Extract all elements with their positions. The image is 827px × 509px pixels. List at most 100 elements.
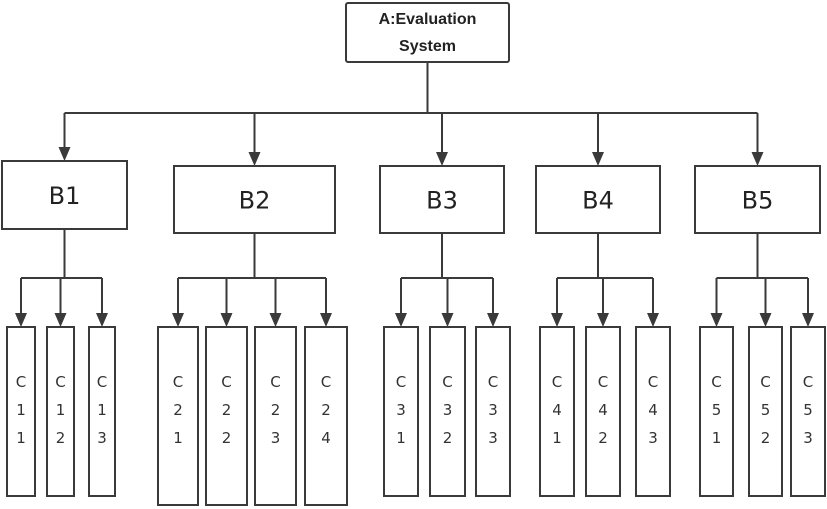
root-label-line-1: A:Evaluation bbox=[379, 11, 477, 28]
node-c53-label-char: 3 bbox=[803, 429, 813, 447]
node-c22-box bbox=[205, 326, 248, 506]
node-c22-label-char: 2 bbox=[222, 429, 232, 447]
node-c11-box bbox=[6, 326, 36, 497]
arrowhead-c32 bbox=[441, 313, 454, 327]
arrowhead-c42 bbox=[597, 313, 609, 327]
node-c33-label-char: 3 bbox=[488, 429, 498, 447]
node-c33-label-char: C bbox=[488, 373, 498, 391]
node-c51-label-char: C bbox=[711, 373, 721, 391]
node-c23: C 2 3 bbox=[254, 326, 297, 506]
node-c42-label-char: 4 bbox=[598, 401, 608, 419]
arrowhead-c43 bbox=[647, 313, 659, 327]
arrowhead-c31 bbox=[395, 313, 407, 327]
node-b1-label: B1 bbox=[49, 182, 81, 210]
node-c42-box bbox=[585, 326, 621, 497]
node-c24-label-char: 4 bbox=[321, 429, 331, 447]
node-b4-label: B4 bbox=[582, 187, 614, 215]
arrowhead-b4 bbox=[592, 152, 604, 166]
node-c31: C 3 1 bbox=[383, 326, 419, 497]
node-b2-label: B2 bbox=[239, 187, 271, 215]
connector-lines bbox=[15, 62, 814, 327]
node-b2-box bbox=[173, 165, 336, 234]
arrowhead-c11 bbox=[15, 313, 27, 327]
root-node: A:Evaluation System bbox=[345, 2, 510, 63]
node-b1-box bbox=[1, 160, 128, 230]
node-c31-label-char: 3 bbox=[396, 401, 406, 419]
node-c11-label-char: C bbox=[16, 373, 26, 391]
node-c23-label-char: 2 bbox=[271, 401, 281, 419]
node-c21-label-char: C bbox=[173, 373, 183, 391]
node-c23-label: C 2 3 bbox=[270, 373, 280, 447]
node-c23-label-char: C bbox=[270, 373, 280, 391]
node-c13-label-char: 3 bbox=[97, 429, 107, 447]
node-c32-box bbox=[429, 326, 466, 497]
node-c52-label-char: 5 bbox=[761, 401, 771, 419]
node-c22-label-char: 2 bbox=[222, 401, 232, 419]
root-label-line-2: System bbox=[399, 38, 456, 55]
arrowhead-b5 bbox=[751, 152, 764, 166]
node-c53-box bbox=[790, 326, 826, 497]
arrowhead-c33 bbox=[487, 313, 499, 327]
node-c52-box bbox=[748, 326, 783, 497]
node-c31-box bbox=[383, 326, 419, 497]
node-c33-label-char: 3 bbox=[488, 401, 498, 419]
node-c24-label-char: 2 bbox=[321, 401, 331, 419]
node-c43-label-char: 4 bbox=[648, 401, 658, 419]
arrowhead-c21 bbox=[172, 313, 184, 327]
arrowhead-c53 bbox=[802, 313, 814, 327]
node-c43-label-char: 3 bbox=[648, 429, 658, 447]
node-c43-box bbox=[635, 326, 671, 497]
node-c33-box bbox=[475, 326, 511, 497]
node-c42-label-char: 2 bbox=[598, 429, 608, 447]
node-b3-label: B3 bbox=[426, 187, 458, 215]
node-c52: C 5 2 bbox=[748, 326, 783, 497]
node-b4-box bbox=[535, 165, 661, 234]
node-c12-box bbox=[46, 326, 75, 497]
arrowhead-c13 bbox=[96, 313, 108, 327]
node-c41-box bbox=[539, 326, 575, 497]
node-c32-label-char: 3 bbox=[443, 401, 453, 419]
node-b5-box bbox=[694, 165, 821, 234]
arrowhead-c24 bbox=[320, 313, 332, 327]
node-c12-label-char: 1 bbox=[56, 401, 66, 419]
node-c51-label-char: 1 bbox=[712, 429, 722, 447]
node-c52-label-char: 2 bbox=[761, 429, 771, 447]
node-c23-label-char: 3 bbox=[271, 429, 281, 447]
node-c31-label-char: C bbox=[396, 373, 406, 391]
node-c31-label: C 3 1 bbox=[396, 373, 406, 447]
node-c41-label-char: C bbox=[552, 373, 562, 391]
node-b5-label: B5 bbox=[742, 187, 774, 215]
node-b3-box bbox=[379, 165, 505, 234]
node-c52-label-char: C bbox=[760, 373, 770, 391]
arrowhead-b3 bbox=[436, 152, 448, 166]
root-box bbox=[345, 2, 510, 63]
node-c21-box bbox=[157, 326, 199, 506]
node-c31-label-char: 1 bbox=[396, 429, 406, 447]
node-c52-label: C 5 2 bbox=[760, 373, 770, 447]
node-c12-label-char: 2 bbox=[56, 429, 66, 447]
node-c41-label-char: 1 bbox=[552, 429, 562, 447]
node-c53-label-char: 5 bbox=[803, 401, 813, 419]
node-c21-label-char: 2 bbox=[173, 401, 183, 419]
node-b2: B2 bbox=[173, 165, 336, 234]
